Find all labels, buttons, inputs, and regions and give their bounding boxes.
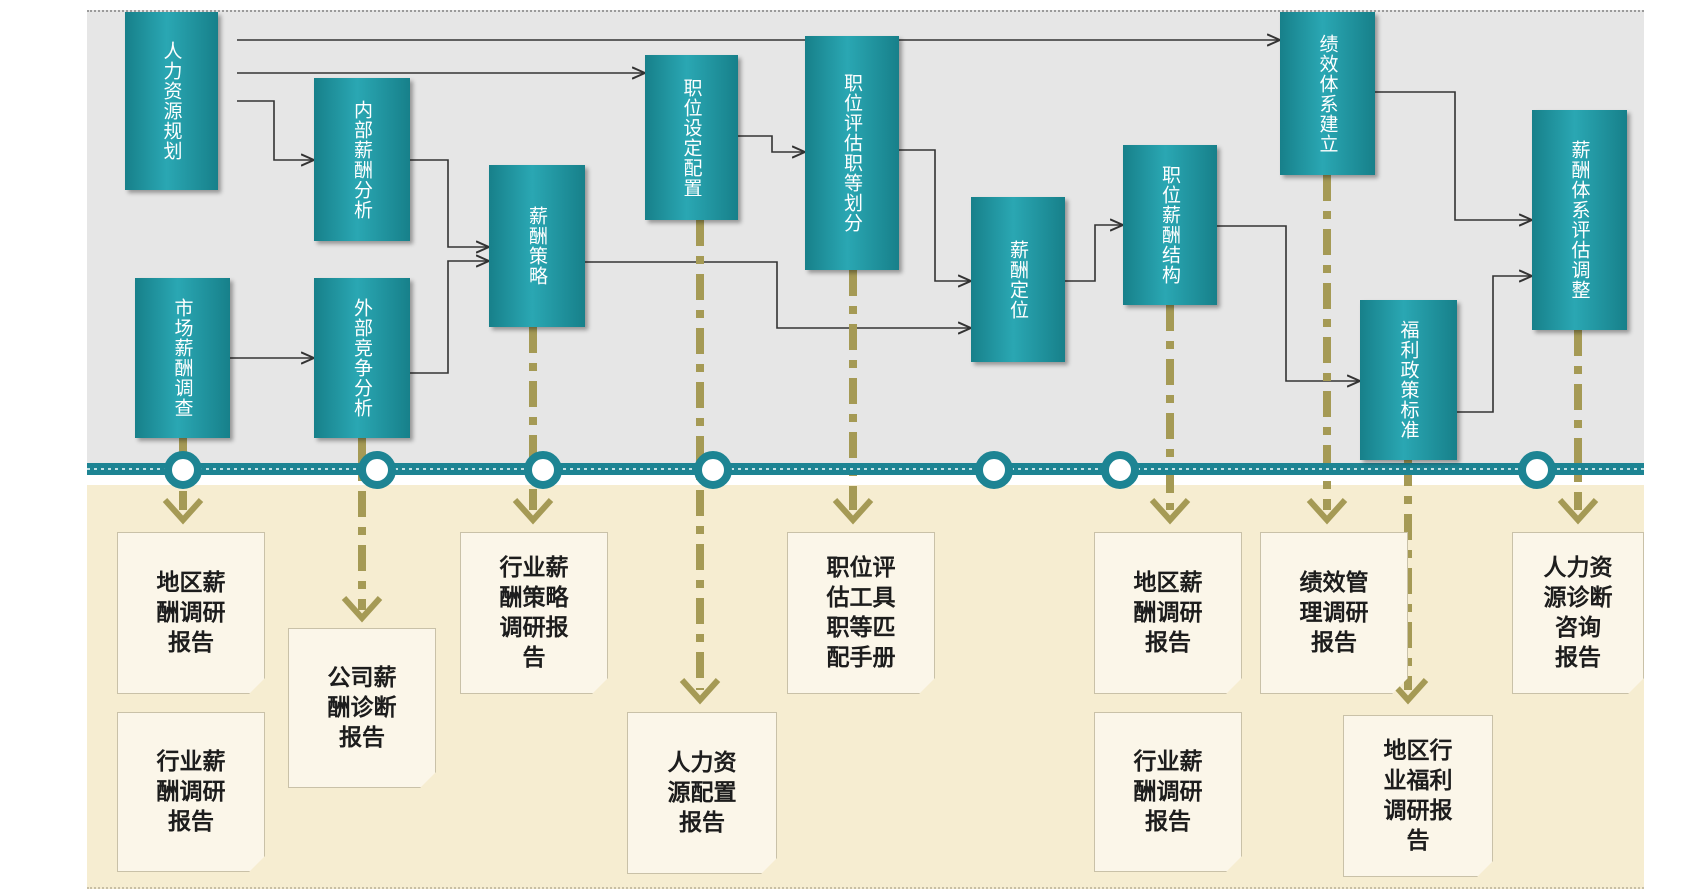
process-internal-analysis: 内部薪酬分析 [314, 78, 410, 241]
deliverable-label: 地区薪 酬调研 报告 [156, 570, 226, 656]
chevron-1 [162, 497, 204, 525]
process-label: 绩效体系建立 [1316, 33, 1339, 154]
deliverable-regional-welfare-report: 地区行 业福利 调研报 告 [1343, 715, 1493, 877]
deliverable-industry-salary-report-1: 行业薪 酬调研 报告 [117, 712, 265, 872]
deliverable-hr-allocation-report: 人力资 源配置 报告 [627, 712, 777, 874]
chevron-4 [679, 677, 721, 705]
timeline-node-7 [1518, 451, 1556, 489]
timeline-node-3 [524, 451, 562, 489]
deliverable-regional-salary-report-2: 地区薪 酬调研 报告 [1094, 532, 1242, 694]
connector-structure-to-welfare [1217, 225, 1360, 381]
timeline-node-4 [694, 451, 732, 489]
chevron-9 [1557, 497, 1599, 525]
connector-setup-to-evaluation [738, 135, 805, 152]
process-label: 职位设定配置 [680, 77, 703, 198]
connector-evaluation-to-positioning [899, 149, 971, 281]
connector-positioning-to-structure [1065, 225, 1123, 282]
deliverable-label: 人力资 源诊断 咨询 报告 [1543, 555, 1613, 671]
process-label: 薪酬体系评估调整 [1568, 140, 1591, 300]
process-salary-system-evaluation: 薪酬体系评估调整 [1532, 110, 1627, 330]
process-label: 职位评估职等划分 [841, 73, 863, 233]
deliverable-label: 行业薪 酬调研 报告 [156, 749, 226, 835]
deliverable-arrow-heads [162, 497, 1599, 705]
chevron-6 [1149, 497, 1191, 525]
connector-strategy-to-positioning [585, 261, 971, 328]
process-label: 市场薪酬调查 [171, 298, 194, 418]
deliverable-label: 人力资 源配置 报告 [667, 750, 737, 836]
process-position-salary-structure: 职位薪酬结构 [1123, 145, 1217, 305]
process-salary-positioning: 薪酬定位 [971, 197, 1065, 362]
connector-hr-to-internal [237, 100, 314, 160]
process-label: 外部竞争分析 [351, 298, 373, 418]
deliverable-label: 行业薪 酬策略 调研报 告 [499, 555, 569, 671]
connector-performance-to-system-eval [1375, 91, 1532, 220]
timeline-node-6 [1101, 451, 1139, 489]
process-hr-planning: 人力资源规划 [125, 12, 218, 190]
process-position-setup: 职位设定配置 [645, 55, 738, 220]
process-label: 职位薪酬结构 [1159, 165, 1181, 285]
timeline-node-2 [358, 451, 396, 489]
connector-internal-to-strategy [410, 159, 489, 247]
process-label: 人力资源规划 [160, 41, 183, 161]
deliverable-regional-salary-report-1: 地区薪 酬调研 报告 [117, 532, 265, 694]
process-external-analysis: 外部竞争分析 [314, 278, 410, 438]
process-position-evaluation: 职位评估职等划分 [805, 36, 899, 270]
process-salary-strategy: 薪酬策略 [489, 165, 585, 327]
deliverable-performance-mgmt-report: 绩效管 理调研 报告 [1260, 532, 1408, 694]
process-market-survey: 市场薪酬调查 [135, 278, 230, 438]
timeline-node-1 [164, 451, 202, 489]
deliverable-hr-diagnosis-report: 人力资 源诊断 咨询 报告 [1512, 532, 1644, 694]
process-label: 内部薪酬分析 [351, 99, 373, 220]
deliverable-label: 公司薪 酬诊断 报告 [327, 665, 397, 751]
process-label: 薪酬策略 [526, 206, 548, 286]
chevron-2 [341, 595, 383, 623]
deliverable-label: 地区薪 酬调研 报告 [1133, 570, 1203, 656]
deliverable-label: 地区行 业福利 调研报 告 [1383, 738, 1453, 854]
chevron-5 [832, 497, 874, 525]
deliverable-company-diagnosis-report: 公司薪 酬诊断 报告 [288, 628, 436, 788]
timeline-node-5 [975, 451, 1013, 489]
process-performance-system: 绩效体系建立 [1280, 12, 1375, 175]
connector-welfare-to-system-eval [1457, 276, 1532, 413]
process-label: 薪酬定位 [1007, 239, 1029, 320]
chevron-3 [512, 497, 554, 525]
connector-external-to-strategy [410, 261, 489, 374]
deliverable-industry-strategy-report: 行业薪 酬策略 调研报 告 [460, 532, 608, 694]
deliverable-position-eval-manual: 职位评 估工具 职等匹 配手册 [787, 532, 935, 694]
deliverable-industry-salary-report-2: 行业薪 酬调研 报告 [1094, 712, 1242, 872]
timeline [87, 451, 1644, 489]
process-label: 福利政策标准 [1397, 320, 1420, 440]
deliverable-label: 行业薪 酬调研 报告 [1133, 749, 1203, 835]
deliverable-label: 职位评 估工具 职等匹 配手册 [826, 555, 896, 671]
deliverable-label: 绩效管 理调研 报告 [1299, 570, 1369, 656]
chevron-7 [1306, 497, 1348, 525]
process-welfare-policy: 福利政策标准 [1360, 300, 1457, 460]
